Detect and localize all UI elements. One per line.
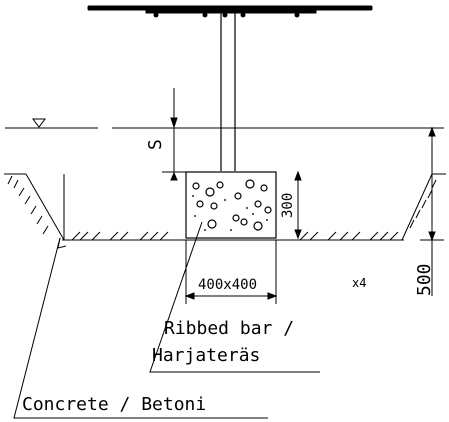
dimension-s xyxy=(162,88,186,181)
water-level xyxy=(5,118,444,129)
rebar-label: Ribbed bar / xyxy=(164,318,294,339)
rebar-leader xyxy=(149,221,320,373)
ground-line xyxy=(62,231,404,241)
rebar-label-fi: Harjateräs xyxy=(152,345,260,366)
pole xyxy=(220,13,236,171)
dimension-500 xyxy=(420,126,444,296)
count-label: x4 xyxy=(352,276,366,290)
dim-s-label: S xyxy=(145,139,166,150)
concrete-leader xyxy=(13,237,268,419)
canopy xyxy=(87,5,373,18)
dimension-300 xyxy=(294,170,302,240)
triangle-down-icon xyxy=(32,118,46,128)
right-embankment xyxy=(401,173,446,241)
concrete-block xyxy=(185,171,277,239)
dimension-400 xyxy=(184,240,278,304)
dim-400x400-label: 400x400 xyxy=(198,277,257,293)
dim-500-label: 500 xyxy=(414,263,435,296)
left-embankment xyxy=(4,173,65,241)
concrete-label: Concrete / Betoni xyxy=(22,394,206,415)
dim-300-label: 300 xyxy=(280,193,296,218)
